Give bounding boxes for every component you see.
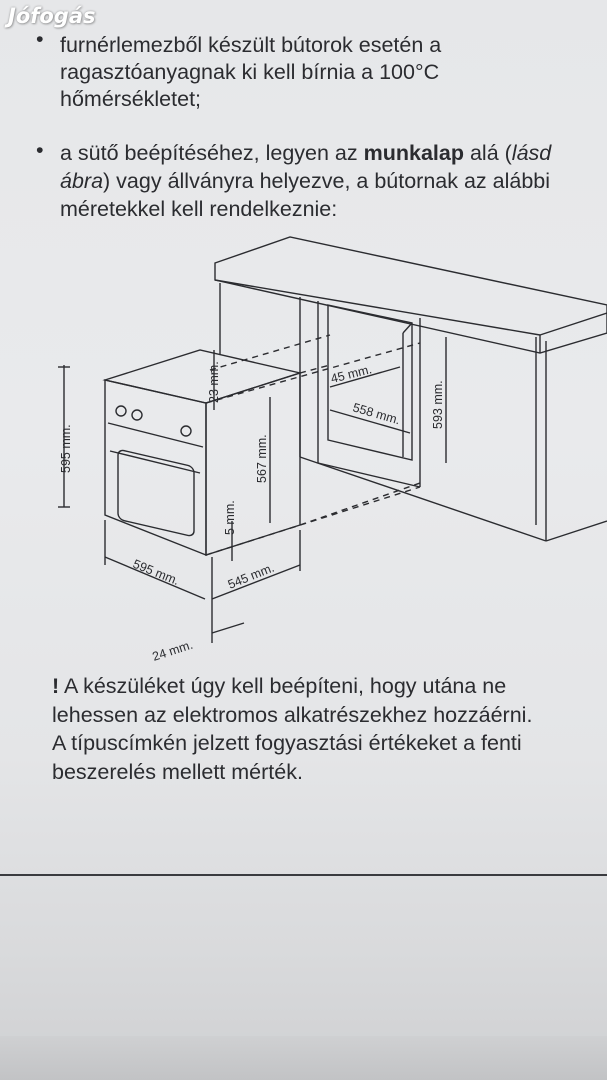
- installation-diagram: 595 mm. 23 mm. 567 mm. 5 mm. 595 mm. 545…: [58, 236, 607, 664]
- dim-niche-height: 593 mm.: [431, 380, 445, 429]
- bullet1-line-3: hőmérsékletet;: [60, 87, 202, 111]
- dimension-labels: 595 mm. 23 mm. 567 mm. 5 mm. 595 mm. 545…: [59, 361, 445, 664]
- dim-front-depth: 24 mm.: [151, 638, 195, 664]
- dim-top-gap: 23 mm.: [207, 361, 221, 403]
- warning-paragraph: ! A készüléket úgy kell beépíteni, hogy …: [52, 672, 532, 786]
- bullet-marker: •: [36, 27, 44, 51]
- dim-oven-height: 595 mm.: [59, 424, 73, 473]
- warning-line-4: beszerelés mellett mérték.: [52, 759, 303, 784]
- warning-line-1: ! A készüléket úgy kell beépíteni, hogy …: [52, 672, 532, 701]
- bullet2-line-1: a sütő beépítéséhez, legyen az munkalap …: [60, 140, 551, 167]
- bullet1-line-2: ragasztóanyagnak ki kell bírnia a 100°C: [60, 60, 440, 84]
- warning-line-1-text: A készüléket úgy kell beépíteni, hogy ut…: [59, 674, 507, 698]
- bullet2-text-b: alá (: [463, 141, 512, 165]
- guide-lines: [205, 334, 421, 556]
- warning-line-3: A típuscímkén jelzett fogyasztási értéke…: [52, 731, 522, 755]
- bullet2-text-c: ) vagy állványra helyezve, a bútornak az…: [103, 169, 551, 193]
- dimension-lines: [58, 337, 447, 643]
- watermark-logo: Jófogás: [8, 4, 96, 28]
- dim-niche-depth: 45 mm.: [329, 362, 373, 386]
- bullet2-text-a: a sütő beépítéséhez, legyen az: [60, 141, 364, 165]
- horizontal-rule: [0, 874, 607, 876]
- bullet2-line-3: méretekkel kell rendelkeznie:: [60, 197, 338, 221]
- bullet-marker: •: [36, 138, 44, 162]
- dim-inner-height: 567 mm.: [255, 434, 269, 483]
- bullet2-italic-a: lásd: [511, 141, 552, 165]
- oven-drawing: [102, 349, 303, 557]
- warning-mark: !: [52, 674, 60, 698]
- warning-line-2: lehessen az elektromos alkatrészekhez ho…: [52, 702, 533, 727]
- bottom-shadow: [0, 1036, 607, 1080]
- bullet2-line-2: ábra) vagy állványra helyezve, a bútorna…: [60, 168, 550, 195]
- dim-oven-width: 595 mm.: [131, 557, 181, 588]
- bullet2-italic-b: ábra: [60, 169, 104, 193]
- bullet1-line-1: furnérlemezből készült bútorok esetén a: [60, 33, 442, 57]
- cabinet-drawing: [214, 236, 607, 542]
- bullet2-bold-term: munkalap: [363, 141, 464, 165]
- dim-bottom-gap: 5 mm.: [223, 500, 237, 535]
- dim-oven-depth: 545 mm.: [226, 561, 276, 592]
